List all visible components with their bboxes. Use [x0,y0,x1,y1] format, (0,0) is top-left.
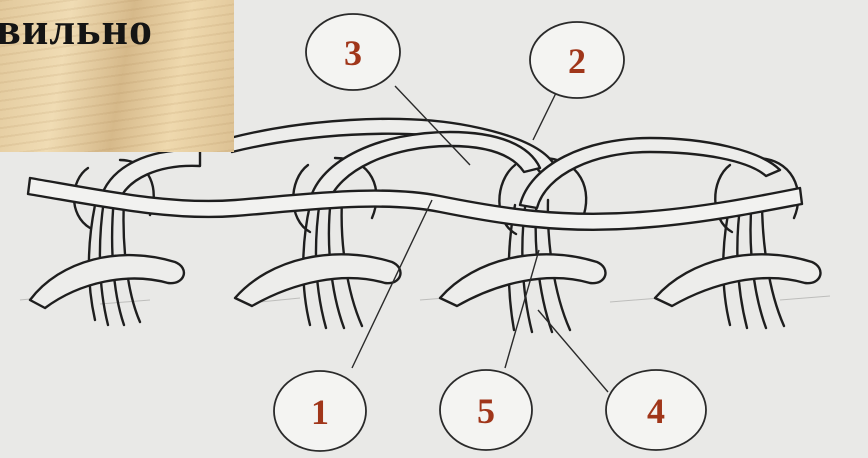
callout-4: 4 [606,370,706,450]
callout-4-number: 4 [647,391,665,431]
callout-1: 1 [274,371,366,451]
callout-3-number: 3 [344,33,362,73]
ground-hatching [20,296,830,304]
callout-5: 5 [440,370,532,450]
leader-line-1 [352,200,432,368]
warp-bundle-4 [715,158,798,328]
weft-strand [28,178,802,230]
warp-bundles [74,158,798,332]
callout-2: 2 [530,22,624,98]
banner-title: вильно [0,2,153,55]
title-banner: вильно [0,0,234,152]
leader-line-2 [533,93,556,140]
callout-2-number: 2 [568,41,586,81]
leader-line-4 [538,310,608,392]
callout-1-number: 1 [311,392,329,432]
callout-3: 3 [306,14,400,90]
callout-5-number: 5 [477,391,495,431]
